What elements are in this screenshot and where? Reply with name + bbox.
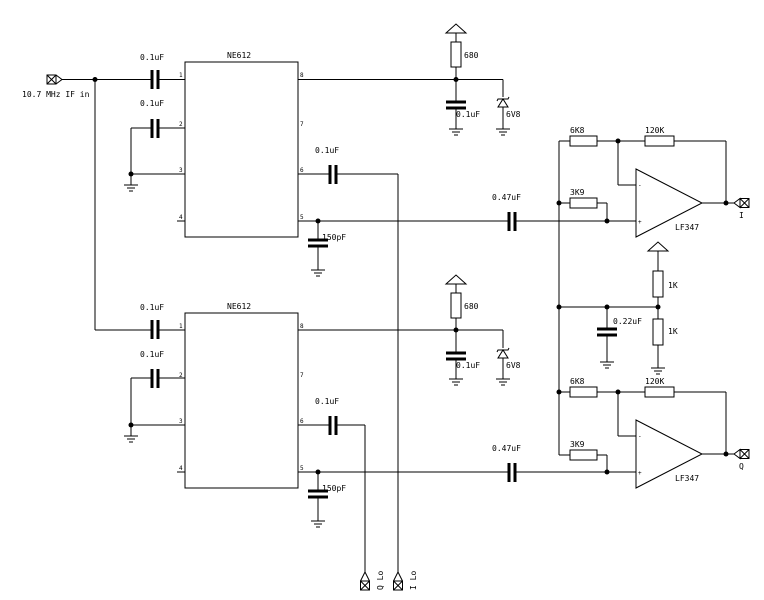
resistor-label: 6K8 — [570, 377, 585, 386]
vcc-symbol — [646, 241, 670, 271]
svg-text:-: - — [638, 433, 642, 440]
ground-symbol — [496, 128, 510, 136]
capacitor — [150, 70, 160, 89]
i-output-port — [733, 197, 750, 209]
ic-label: NE612 — [227, 51, 251, 60]
svg-text:8: 8 — [300, 72, 304, 79]
svg-text:+: + — [638, 470, 642, 477]
cap-label: 0.1uF — [140, 350, 164, 359]
svg-text:6: 6 — [300, 418, 304, 425]
resistor — [652, 318, 664, 346]
ground-symbol — [311, 269, 325, 277]
cap-label: 150pF — [322, 484, 346, 493]
resistor — [569, 449, 598, 461]
if-input-port — [46, 74, 63, 85]
ground-symbol — [600, 361, 614, 369]
resistor — [569, 135, 598, 147]
cap-label: 0.1uF — [140, 53, 164, 62]
cap-label: 0.1uF — [456, 110, 480, 119]
ground-symbol — [311, 520, 325, 528]
ic-label: NE612 — [227, 302, 251, 311]
bias-network: 0.22uF 1K 1K — [556, 141, 678, 455]
opamp-label: LF347 — [675, 223, 699, 232]
ground-symbol — [496, 378, 510, 386]
resistor — [644, 135, 675, 147]
svg-text:7: 7 — [300, 372, 304, 379]
svg-text:6: 6 — [300, 167, 304, 174]
resistor — [569, 386, 598, 398]
q-output-port — [733, 448, 750, 460]
zener-diode — [496, 347, 510, 359]
svg-text:7: 7 — [300, 121, 304, 128]
zener-label: 6V8 — [506, 110, 521, 119]
opamp-i: 6K8 120K 3K9 - + LF347 I — [559, 126, 750, 238]
svg-text:3: 3 — [179, 418, 183, 425]
i-lo-port — [393, 570, 403, 591]
q-lo-port — [360, 570, 370, 591]
resistor — [450, 292, 462, 319]
resistor — [652, 270, 664, 298]
i-output-label: I — [739, 211, 744, 220]
svg-text:3: 3 — [179, 167, 183, 174]
resistor-label: 3K9 — [570, 440, 585, 449]
if-input-label: 10.7 MHz IF in — [22, 90, 90, 99]
resistor-label: 1K — [668, 327, 678, 336]
cap-label: 0.1uF — [315, 146, 339, 155]
resistor — [644, 386, 675, 398]
resistor-label: 3K9 — [570, 188, 585, 197]
mixer-bottom: 0.1uF NE612 1 2 3 4 8 7 6 5 0.1uF — [95, 274, 636, 572]
zener-diode — [496, 96, 510, 108]
opamp-symbol — [635, 168, 704, 238]
ground-symbol — [449, 128, 463, 136]
opamp-q: 6K8 120K 3K9 - + LF347 Q — [559, 377, 750, 489]
cap-label: 0.22uF — [613, 317, 642, 326]
vcc-symbol — [444, 274, 468, 293]
opamp-symbol — [635, 419, 704, 489]
svg-text:1: 1 — [179, 323, 183, 330]
q-output-label: Q — [739, 462, 744, 471]
resistor — [569, 197, 598, 209]
q-lo-label: Q Lo — [376, 571, 385, 590]
ground-symbol — [124, 435, 138, 443]
ground-symbol — [651, 367, 665, 375]
ground-symbol — [124, 184, 138, 192]
resistor-label: 680 — [464, 302, 479, 311]
cap-label: 0.1uF — [140, 99, 164, 108]
opamp-label: LF347 — [675, 474, 699, 483]
svg-text:5: 5 — [300, 214, 304, 221]
svg-text:1: 1 — [179, 72, 183, 79]
svg-text:5: 5 — [300, 465, 304, 472]
resistor-label: 680 — [464, 51, 479, 60]
svg-text:8: 8 — [300, 323, 304, 330]
svg-text:-: - — [638, 182, 642, 189]
resistor-label: 120K — [645, 377, 664, 386]
i-lo-label: I Lo — [409, 571, 418, 590]
resistor — [450, 41, 462, 68]
svg-text:+: + — [638, 219, 642, 226]
vcc-symbol — [444, 23, 468, 42]
cap-label: 0.1uF — [456, 361, 480, 370]
svg-text:2: 2 — [179, 372, 183, 379]
ne612-ic — [184, 61, 299, 238]
mixer-top: 0.1uF NE612 1 2 3 4 8 7 6 5 0.1uF — [95, 23, 636, 572]
resistor-label: 120K — [645, 126, 664, 135]
svg-text:2: 2 — [179, 121, 183, 128]
ne612-ic — [184, 312, 299, 489]
ground-symbol — [449, 378, 463, 386]
svg-text:4: 4 — [179, 214, 183, 221]
svg-text:4: 4 — [179, 465, 183, 472]
cap-label: 0.1uF — [140, 303, 164, 312]
resistor-label: 1K — [668, 281, 678, 290]
zener-label: 6V8 — [506, 361, 521, 370]
cap-label: 0.47uF — [492, 193, 521, 202]
cap-label: 150pF — [322, 233, 346, 242]
cap-label: 0.1uF — [315, 397, 339, 406]
cap-label: 0.47uF — [492, 444, 521, 453]
resistor-label: 6K8 — [570, 126, 585, 135]
